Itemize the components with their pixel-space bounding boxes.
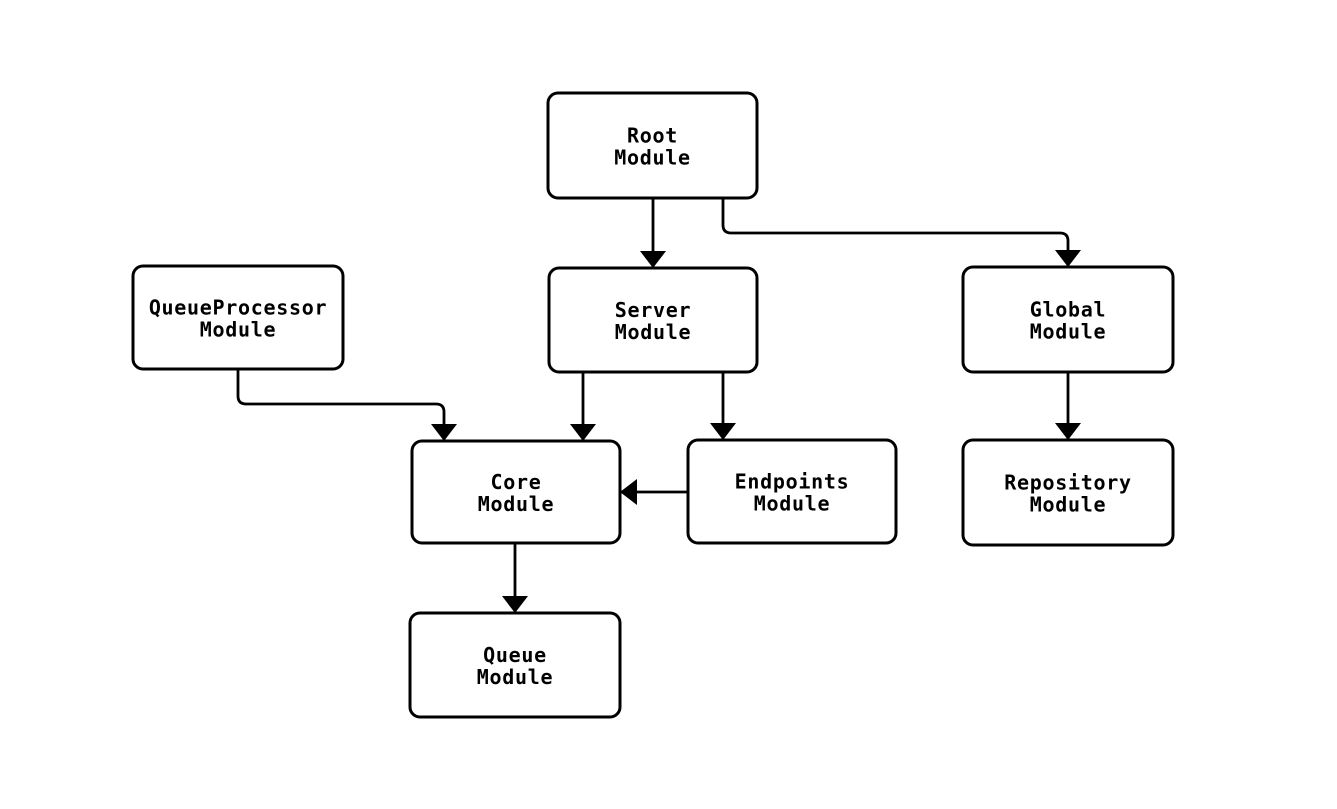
node-root-box bbox=[546, 91, 759, 200]
edge-global-to-repository bbox=[1055, 370, 1081, 442]
node-queueprocessor-box bbox=[131, 264, 345, 371]
node-global-box bbox=[961, 265, 1175, 374]
arrowhead-icon bbox=[710, 423, 736, 440]
edge-server-to-core bbox=[570, 370, 596, 443]
arrowhead-icon bbox=[1055, 250, 1081, 267]
arrowhead-icon bbox=[1055, 423, 1081, 440]
arrowhead-icon bbox=[570, 424, 596, 441]
node-server-box bbox=[547, 266, 759, 374]
node-repository-box bbox=[961, 438, 1175, 547]
arrowhead-icon bbox=[431, 424, 457, 441]
node-core-box bbox=[410, 439, 622, 545]
edge-server-to-endpoints bbox=[710, 370, 736, 442]
node-queue-box bbox=[408, 611, 622, 719]
edge-endpoints-to-core bbox=[618, 479, 690, 505]
edge-root-to-server bbox=[640, 196, 666, 270]
arrowhead-icon bbox=[620, 479, 637, 505]
node-endpoints-box bbox=[686, 438, 898, 545]
edge-core-to-queue bbox=[502, 541, 528, 615]
edge-root-to-global bbox=[721, 196, 1081, 269]
edge-line-root-to-global bbox=[721, 196, 1070, 269]
arrowhead-icon bbox=[502, 596, 528, 613]
edge-queueprocessor-to-core bbox=[236, 367, 457, 443]
arrowhead-icon bbox=[640, 251, 666, 268]
edge-line-queueprocessor-to-core bbox=[236, 367, 446, 443]
